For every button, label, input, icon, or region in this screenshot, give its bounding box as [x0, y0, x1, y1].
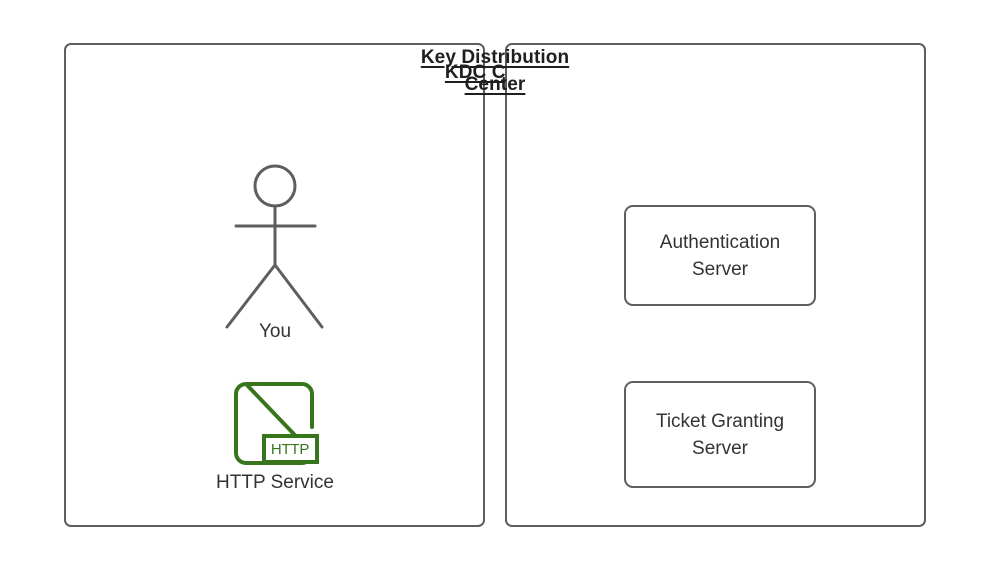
box-authentication-server-line1: Authentication: [659, 231, 781, 253]
box-ticket-granting-server[interactable]: Ticket Granting Server: [624, 381, 816, 488]
service-label-http: HTTP Service: [216, 472, 334, 493]
http-service-icon: [234, 382, 319, 465]
actor-label-you: You: [258, 321, 292, 342]
box-authentication-server-label: Authentication Server: [652, 229, 788, 283]
box-ticket-granting-server-line1: Ticket Granting: [655, 410, 785, 432]
box-ticket-granting-server-label: Ticket Granting Server: [648, 408, 792, 462]
panel-kdc-title-line1: Key Distribution: [420, 47, 570, 68]
stick-figure-person-icon: [225, 164, 324, 329]
box-authentication-server[interactable]: Authentication Server: [624, 205, 816, 306]
http-badge-label: HTTP: [270, 441, 310, 458]
panel-kdc-title: Key Distribution Center: [0, 44, 990, 98]
box-authentication-server-line2: Server: [692, 258, 748, 280]
box-ticket-granting-server-line2: Server: [692, 437, 748, 459]
panel-kdc-title-line2: Center: [464, 74, 526, 95]
